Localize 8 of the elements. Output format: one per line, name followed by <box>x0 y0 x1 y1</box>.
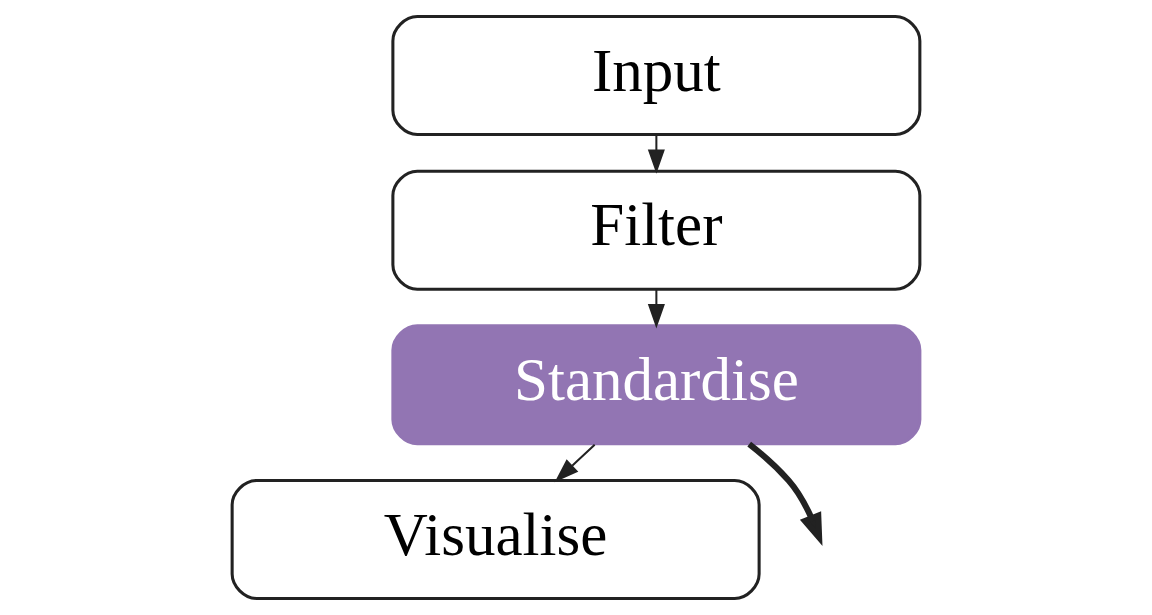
arrow <box>747 441 823 546</box>
node-box: Visualise <box>230 478 761 600</box>
node-box: Standardise <box>391 324 922 446</box>
arrow <box>647 135 665 174</box>
node-box: Input <box>391 15 922 137</box>
node-box: Filter <box>391 169 922 291</box>
arrow <box>647 290 665 329</box>
arrow <box>554 443 596 483</box>
